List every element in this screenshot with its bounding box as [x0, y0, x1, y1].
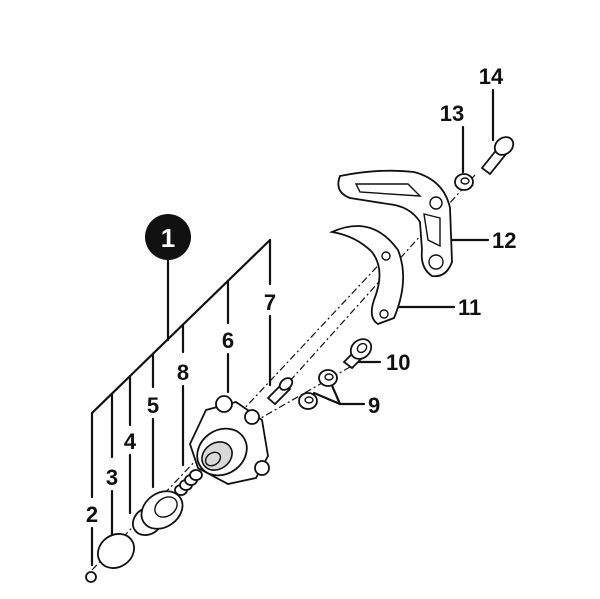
- assembly-badge: 1: [145, 214, 191, 260]
- callout-4: 4: [124, 429, 137, 454]
- part-7-nipple: [266, 377, 294, 406]
- part-8-spring: [174, 469, 203, 496]
- callout-10: 10: [386, 350, 410, 375]
- callout-6: 6: [222, 328, 234, 353]
- callout-14: 14: [479, 64, 504, 89]
- assembly-badge-label: 1: [161, 223, 175, 253]
- part-3-disc: [97, 533, 135, 569]
- callout-9: 9: [368, 393, 380, 418]
- callout-11: 11: [458, 295, 481, 320]
- part-5-ring: [140, 490, 184, 530]
- callout-3: 3: [106, 465, 118, 490]
- leader-lines: [90, 88, 495, 567]
- callout-12: 12: [492, 228, 516, 253]
- part-14-screw: [480, 136, 515, 176]
- part-9-washers: [298, 369, 338, 410]
- part-10-bolt: [342, 338, 373, 370]
- part-12-bracket: [337, 169, 453, 278]
- part-11-lever: [328, 225, 405, 325]
- part-13-nut: [454, 173, 474, 191]
- part-6-housing: [189, 395, 270, 485]
- callout-8: 8: [177, 360, 189, 385]
- callout-5: 5: [147, 393, 159, 418]
- callout-2: 2: [86, 502, 98, 527]
- callout-7: 7: [264, 290, 276, 315]
- leader-bracket: [90, 238, 272, 499]
- part-2-ball: [85, 571, 97, 583]
- callout-13: 13: [440, 101, 464, 126]
